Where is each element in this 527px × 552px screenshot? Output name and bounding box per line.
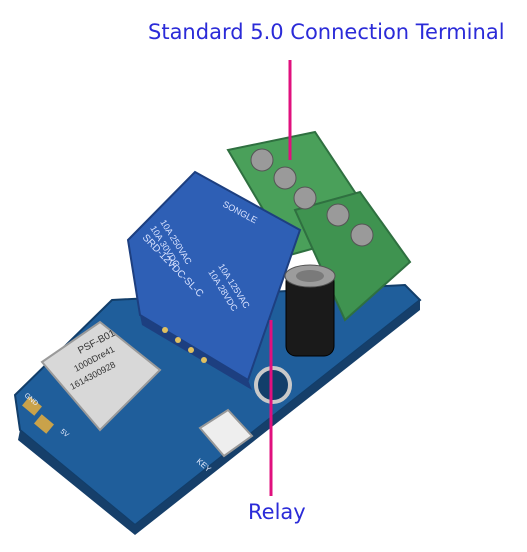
terminal-screw (350, 223, 374, 247)
vcc-pad (34, 414, 54, 434)
wifi-module: PSF-B01 1000Dre41 1614300928 (40, 320, 162, 432)
key-button (198, 408, 254, 458)
terminal-callout-label: Standard 5.0 Connection Terminal (148, 20, 505, 44)
terminal-screw (293, 186, 317, 210)
screw-terminal-block (226, 130, 412, 322)
gnd-pad (22, 396, 42, 416)
header-pins (162, 327, 207, 363)
terminal-screw (250, 148, 274, 172)
relay-callout-label: Relay (248, 500, 306, 524)
terminal-screw (273, 166, 297, 190)
capacitor (284, 264, 336, 357)
relay: SONGLE 10A 250VAC 10A 30VDC 10A 125VAC 1… (126, 170, 302, 390)
terminal-screw (326, 203, 350, 227)
vcc-label: 5V (59, 428, 70, 439)
mounting-hole (254, 366, 292, 404)
